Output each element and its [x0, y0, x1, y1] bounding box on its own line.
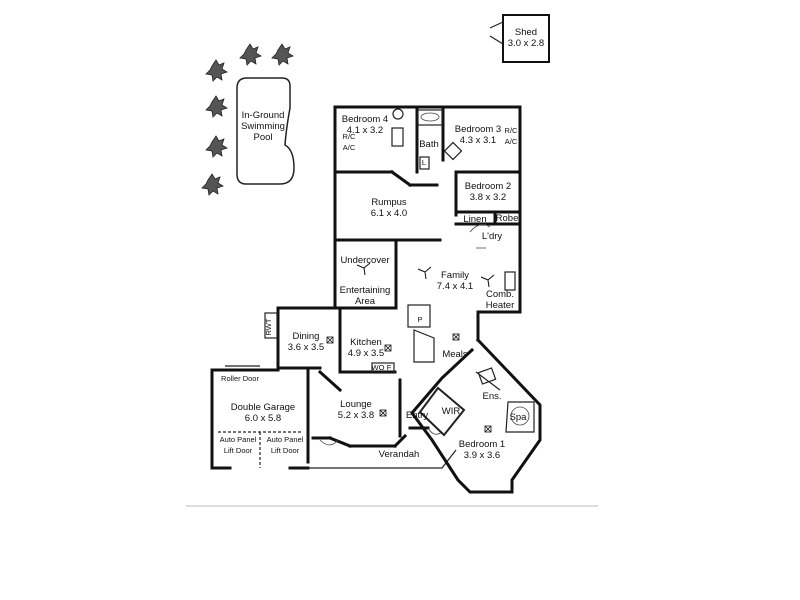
ceiling-fan-icon: [356, 262, 371, 276]
room-label-undercover: Undercover: [340, 255, 389, 266]
bedroom-wing-walls: [333, 105, 522, 244]
lounge-entry-walls: [311, 369, 443, 449]
room-label-heater: Comb.Heater: [486, 289, 515, 311]
room-label-verandah: Verandah: [379, 449, 420, 460]
middle-walls: [333, 224, 522, 342]
light-point-icon: [384, 344, 392, 352]
label-pantry: P: [417, 315, 422, 324]
light-point-icon: [484, 425, 492, 433]
room-label-meals: Meals: [442, 349, 468, 360]
light-point-icons: [326, 333, 492, 433]
room-label-ens: Ens.: [482, 391, 501, 402]
double-garage: [210, 365, 310, 470]
ceiling-fan-icon: [417, 266, 432, 280]
room-label-linen: Linen: [463, 214, 486, 225]
label-wo: WO: [372, 363, 385, 372]
verandah-outline: [308, 449, 457, 469]
label-laundry-l: L: [422, 158, 426, 167]
tree-icon: [205, 59, 228, 82]
tree-icon: [205, 95, 228, 118]
label-rwt: RWT: [264, 318, 273, 335]
light-point-icon: [379, 409, 387, 417]
kitchen-dining-walls: [264, 304, 435, 374]
shed: [489, 14, 550, 63]
light-point-icon: [326, 336, 334, 344]
ceiling-fan-icons: [356, 262, 495, 288]
label-roller-door: Roller Door: [221, 374, 259, 383]
swimming-pool: [236, 77, 295, 185]
tree-icon: [205, 135, 228, 158]
tree-icon: [239, 43, 262, 66]
master-suite: [410, 337, 542, 494]
room-label-wir: WIR: [442, 406, 461, 417]
room-label-entry: Entry: [406, 410, 428, 421]
room-label-robe: Robe: [496, 213, 519, 224]
tree-icon: [201, 173, 224, 196]
tree-icons: [201, 43, 294, 196]
label-fridge: F: [387, 363, 392, 372]
ceiling-fan-icon: [480, 274, 495, 288]
room-label-ldry: L'dry: [482, 231, 503, 242]
light-point-icon: [452, 333, 460, 341]
room-label-bath: Bath: [419, 139, 439, 150]
tree-icon: [271, 43, 294, 66]
bath-fixtures: [391, 108, 463, 170]
room-label-spa: Spa: [510, 412, 528, 423]
